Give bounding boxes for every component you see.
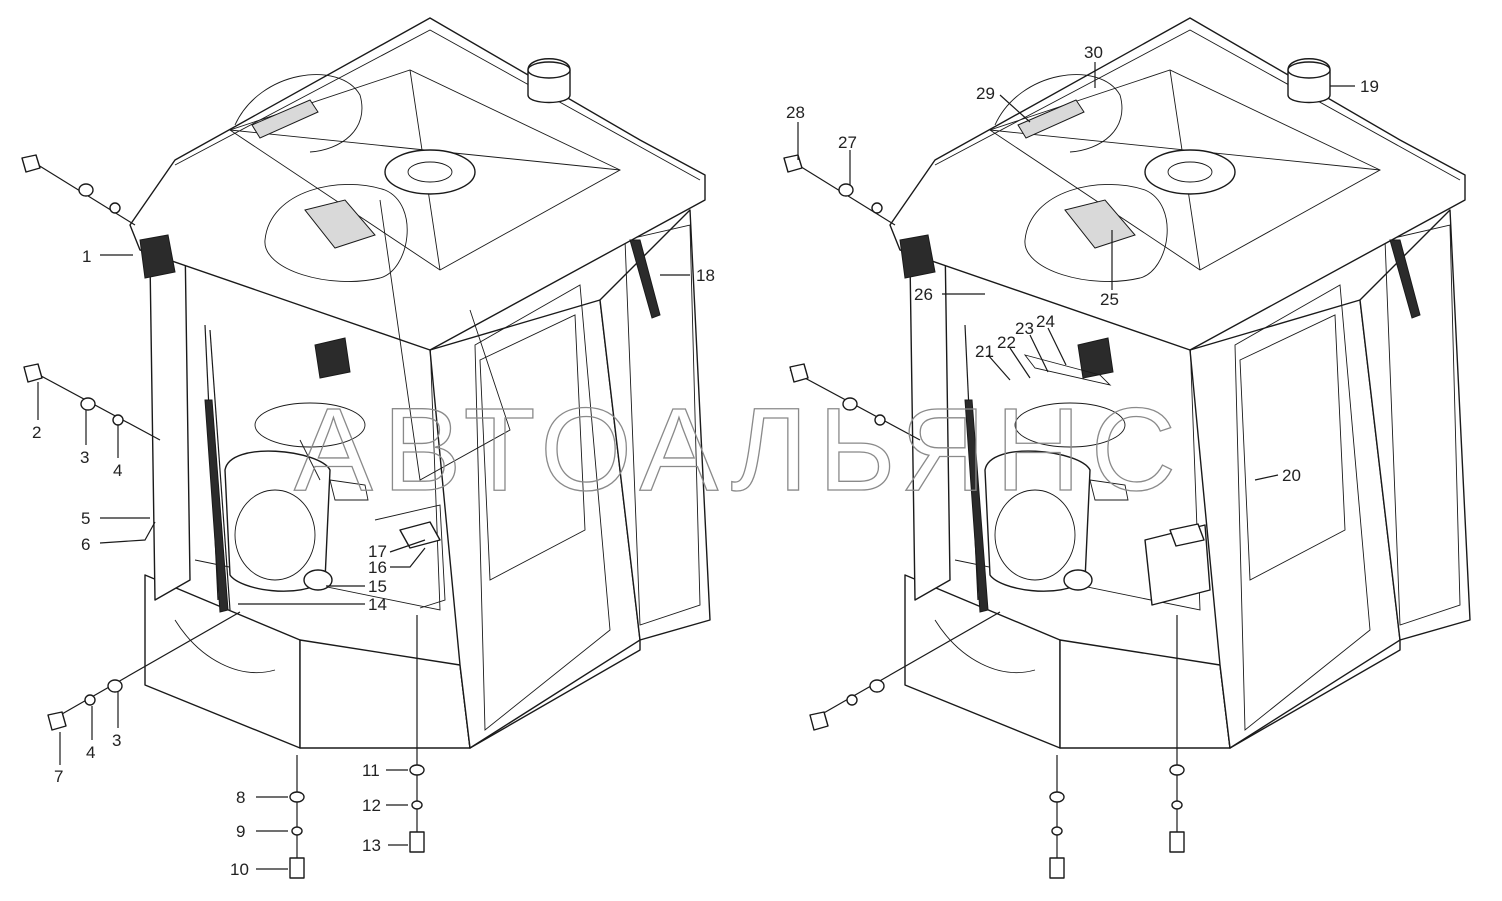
watermark: АВТОАЛЬЯНС — [294, 384, 1186, 516]
callout-30: 30 — [1084, 43, 1103, 62]
callout-9: 9 — [236, 822, 245, 841]
callout-25: 25 — [1100, 290, 1119, 309]
callout-17: 17 — [368, 542, 387, 561]
callout-19: 19 — [1360, 77, 1379, 96]
callout-29: 29 — [976, 84, 995, 103]
callout-13: 13 — [362, 836, 381, 855]
callout-2: 2 — [32, 423, 41, 442]
callout-27: 27 — [838, 133, 857, 152]
callout-10: 10 — [230, 860, 249, 879]
left-cab-assembly — [21, 17, 711, 879]
callout-3b: 3 — [112, 731, 121, 750]
callout-14: 14 — [368, 595, 387, 614]
callout-8: 8 — [236, 788, 245, 807]
callout-4: 4 — [113, 461, 122, 480]
callout-11: 11 — [362, 761, 380, 780]
bolt-set-bottom-left — [289, 615, 425, 879]
callout-24: 24 — [1036, 312, 1055, 331]
callout-1: 1 — [82, 247, 91, 266]
callout-3: 3 — [80, 448, 89, 467]
callout-16: 16 — [368, 558, 387, 577]
callout-labels: 1 2 3 4 5 6 7 4 3 8 9 10 11 12 13 14 15 … — [32, 43, 1379, 879]
callout-18: 18 — [696, 266, 715, 285]
callout-20: 20 — [1282, 466, 1301, 485]
callout-15: 15 — [368, 577, 387, 596]
callout-21: 21 — [975, 342, 994, 361]
bolt-set-upper-left — [21, 154, 241, 731]
callout-22: 22 — [997, 333, 1016, 352]
right-cab-assembly — [783, 17, 1471, 879]
callout-26: 26 — [914, 285, 933, 304]
leader-lines — [37, 62, 1355, 870]
callout-28: 28 — [786, 103, 805, 122]
callout-5: 5 — [81, 509, 90, 528]
callout-6: 6 — [81, 535, 90, 554]
callout-12: 12 — [362, 796, 381, 815]
callout-4b: 4 — [86, 743, 95, 762]
callout-23: 23 — [1015, 319, 1034, 338]
callout-7: 7 — [54, 767, 63, 786]
